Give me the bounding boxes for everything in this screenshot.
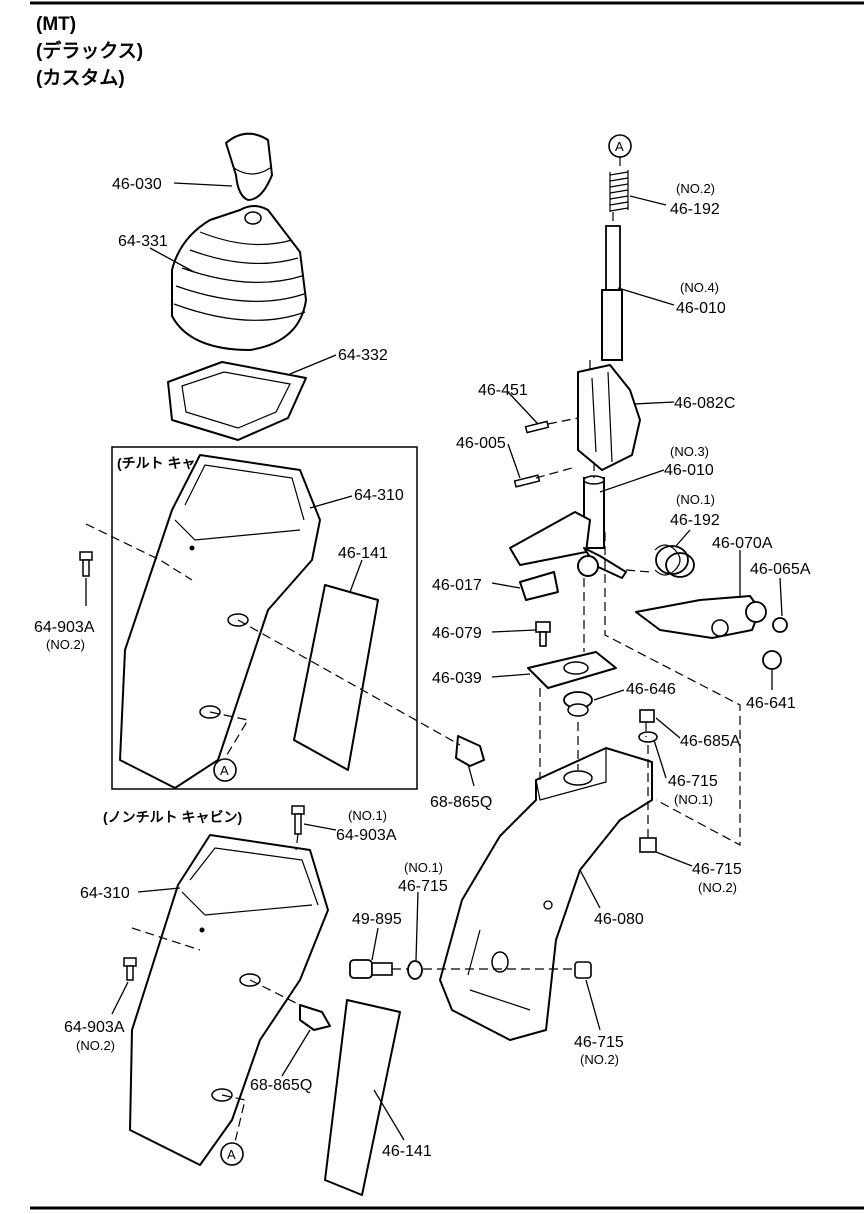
shift-knob bbox=[225, 132, 273, 201]
label-46-715-no2-b-note: (NO.2) bbox=[580, 1052, 619, 1067]
ref-a-nontilt-letter: A bbox=[227, 1147, 236, 1162]
label-64-903a-no1: 64-903A bbox=[336, 827, 397, 844]
label-46-641: 46-641 bbox=[746, 695, 796, 712]
label-64-903a-nontilt-note: (NO.2) bbox=[76, 1038, 115, 1053]
bolt-49-895 bbox=[349, 959, 393, 979]
label-46-065a: 46-065A bbox=[750, 561, 811, 578]
label-64-903a-nontilt: 64-903A bbox=[64, 1019, 125, 1036]
label-64-903a-tilt-note: (NO.2) bbox=[46, 637, 85, 652]
screw-64-903a-tilt bbox=[79, 551, 93, 577]
label-68-865q-nontilt: 68-865Q bbox=[250, 1077, 312, 1094]
boot-retainer-frame bbox=[167, 361, 307, 441]
ref-a-tilt: A bbox=[213, 758, 237, 782]
screw-64-903a-nontilt bbox=[123, 957, 137, 981]
label-46-030: 46-030 bbox=[112, 176, 162, 193]
ref-a-tilt-letter: A bbox=[220, 763, 229, 778]
leader-lines bbox=[85, 182, 783, 1141]
shift-bracket-46-080 bbox=[439, 747, 653, 1041]
spring-46-192-no1 bbox=[654, 544, 695, 578]
bushing-46-715-no2-r bbox=[639, 837, 657, 853]
non-tilt-cab-title: (ノンチルト キャビン) bbox=[103, 809, 242, 825]
label-46-192-no1: 46-192 bbox=[670, 512, 720, 529]
label-46-192-no2: 46-192 bbox=[670, 201, 720, 218]
console-panel-nontilt bbox=[324, 999, 401, 1196]
label-46-715-no2-r: 46-715 bbox=[692, 861, 742, 878]
washer-46-715-no1-r bbox=[638, 731, 658, 743]
washer-46-715-no1-l bbox=[407, 960, 423, 980]
plate-46-039 bbox=[527, 651, 617, 689]
pin-46-005 bbox=[513, 474, 541, 488]
label-46-451: 46-451 bbox=[478, 382, 528, 399]
console-cover-nontilt bbox=[129, 834, 329, 1166]
label-46-715-no1-l: 46-715 bbox=[398, 878, 448, 895]
clip-46-065a bbox=[772, 617, 788, 633]
label-49-895: 49-895 bbox=[352, 911, 402, 928]
bolt-46-079 bbox=[535, 621, 551, 647]
label-46-141-tilt: 46-141 bbox=[338, 545, 388, 562]
label-46-070a: 46-070A bbox=[712, 535, 773, 552]
label-64-310-tilt: 64-310 bbox=[354, 487, 404, 504]
label-46-715-no2-r-note: (NO.2) bbox=[698, 880, 737, 895]
label-46-010-no4: 46-010 bbox=[676, 300, 726, 317]
shift-spring-no2 bbox=[609, 170, 629, 212]
ref-a-top-letter: A bbox=[615, 139, 624, 154]
label-46-039: 46-039 bbox=[432, 670, 482, 687]
clip-68-865q-nontilt bbox=[299, 1004, 331, 1031]
label-46-082c: 46-082C bbox=[674, 395, 735, 412]
nut-46-685a bbox=[639, 709, 655, 723]
label-46-080: 46-080 bbox=[594, 911, 644, 928]
label-46-017: 46-017 bbox=[432, 577, 482, 594]
label-46-715-no2-b: 46-715 bbox=[574, 1034, 624, 1051]
label-46-192-no1-note: (NO.1) bbox=[676, 492, 715, 507]
header-line-3: (カスタム) bbox=[36, 67, 125, 89]
label-46-141-nontilt: 46-141 bbox=[382, 1143, 432, 1160]
plug-46-641 bbox=[762, 650, 782, 670]
label-46-005: 46-005 bbox=[456, 435, 506, 452]
label-46-646: 46-646 bbox=[626, 681, 676, 698]
label-46-010-no4-note: (NO.4) bbox=[680, 280, 719, 295]
label-64-903a-tilt: 64-903A bbox=[34, 619, 95, 636]
label-46-715-no1-l-note: (NO.1) bbox=[404, 860, 443, 875]
tilt-cab-box bbox=[111, 446, 418, 790]
label-64-331: 64-331 bbox=[118, 233, 168, 250]
ref-a-top: A bbox=[608, 134, 632, 158]
ref-a-nontilt: A bbox=[220, 1142, 244, 1166]
bracket-46-017 bbox=[519, 571, 559, 601]
label-68-865q-tilt: 68-865Q bbox=[430, 794, 492, 811]
label-64-310-nontilt: 64-310 bbox=[80, 885, 130, 902]
console-panel-tilt bbox=[293, 584, 379, 771]
shift-lever-46-010-no3 bbox=[509, 475, 627, 579]
lever-housing-46-082c bbox=[577, 364, 641, 471]
bushing-46-715-no2-b bbox=[574, 961, 592, 979]
label-46-079: 46-079 bbox=[432, 625, 482, 642]
console-cover-tilt bbox=[119, 454, 321, 789]
label-64-332: 64-332 bbox=[338, 347, 388, 364]
part-labels: 46-030 64-331 64-332 (NO.2) 46-192 (NO.4… bbox=[34, 176, 811, 1160]
clip-68-865q-tilt bbox=[455, 735, 485, 767]
header-line-2: (デラックス) bbox=[36, 39, 143, 62]
label-46-715-no1-r: 46-715 bbox=[668, 773, 718, 790]
shift-boot bbox=[171, 205, 307, 351]
label-46-010-no3: 46-010 bbox=[664, 462, 714, 479]
dashed-alignment-lines bbox=[85, 157, 741, 1143]
label-46-010-no3-note: (NO.3) bbox=[670, 444, 709, 459]
label-46-715-no1-r-note: (NO.1) bbox=[674, 792, 713, 807]
pin-46-451 bbox=[524, 420, 550, 434]
label-64-903a-no1-note: (NO.1) bbox=[348, 808, 387, 823]
label-46-192-no2-note: (NO.2) bbox=[676, 181, 715, 196]
header-line-1: (MT) bbox=[36, 14, 76, 35]
lever-46-070a bbox=[635, 595, 767, 639]
screw-64-903a-no1 bbox=[291, 805, 305, 835]
shift-lever-rod bbox=[601, 225, 623, 361]
label-46-685a: 46-685A bbox=[680, 733, 741, 750]
bushing-46-646 bbox=[563, 691, 593, 717]
